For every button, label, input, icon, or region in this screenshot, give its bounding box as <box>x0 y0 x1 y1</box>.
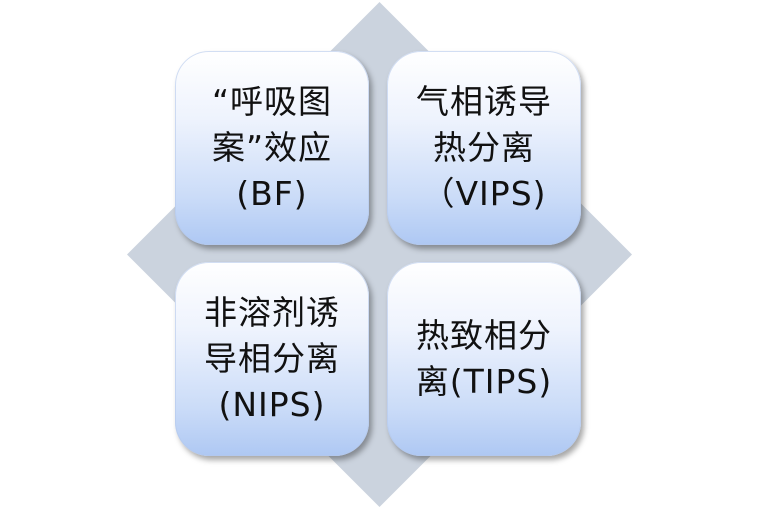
tile-breath-figure: “呼吸图 案”效应 (BF) <box>175 51 369 245</box>
tile-nips: 非溶剂诱 导相分离 (NIPS) <box>175 262 369 456</box>
tile-breath-figure-label: “呼吸图 案”效应 (BF) <box>211 82 333 213</box>
tile-tips-label: 热致相分 离(TIPS) <box>415 316 553 401</box>
tile-vips: 气相诱导 热分离 （VIPS) <box>387 51 581 245</box>
tile-vips-label: 气相诱导 热分离 （VIPS) <box>416 82 552 213</box>
tile-nips-label: 非溶剂诱 导相分离 (NIPS) <box>204 293 340 424</box>
tile-tips: 热致相分 离(TIPS) <box>387 262 581 456</box>
